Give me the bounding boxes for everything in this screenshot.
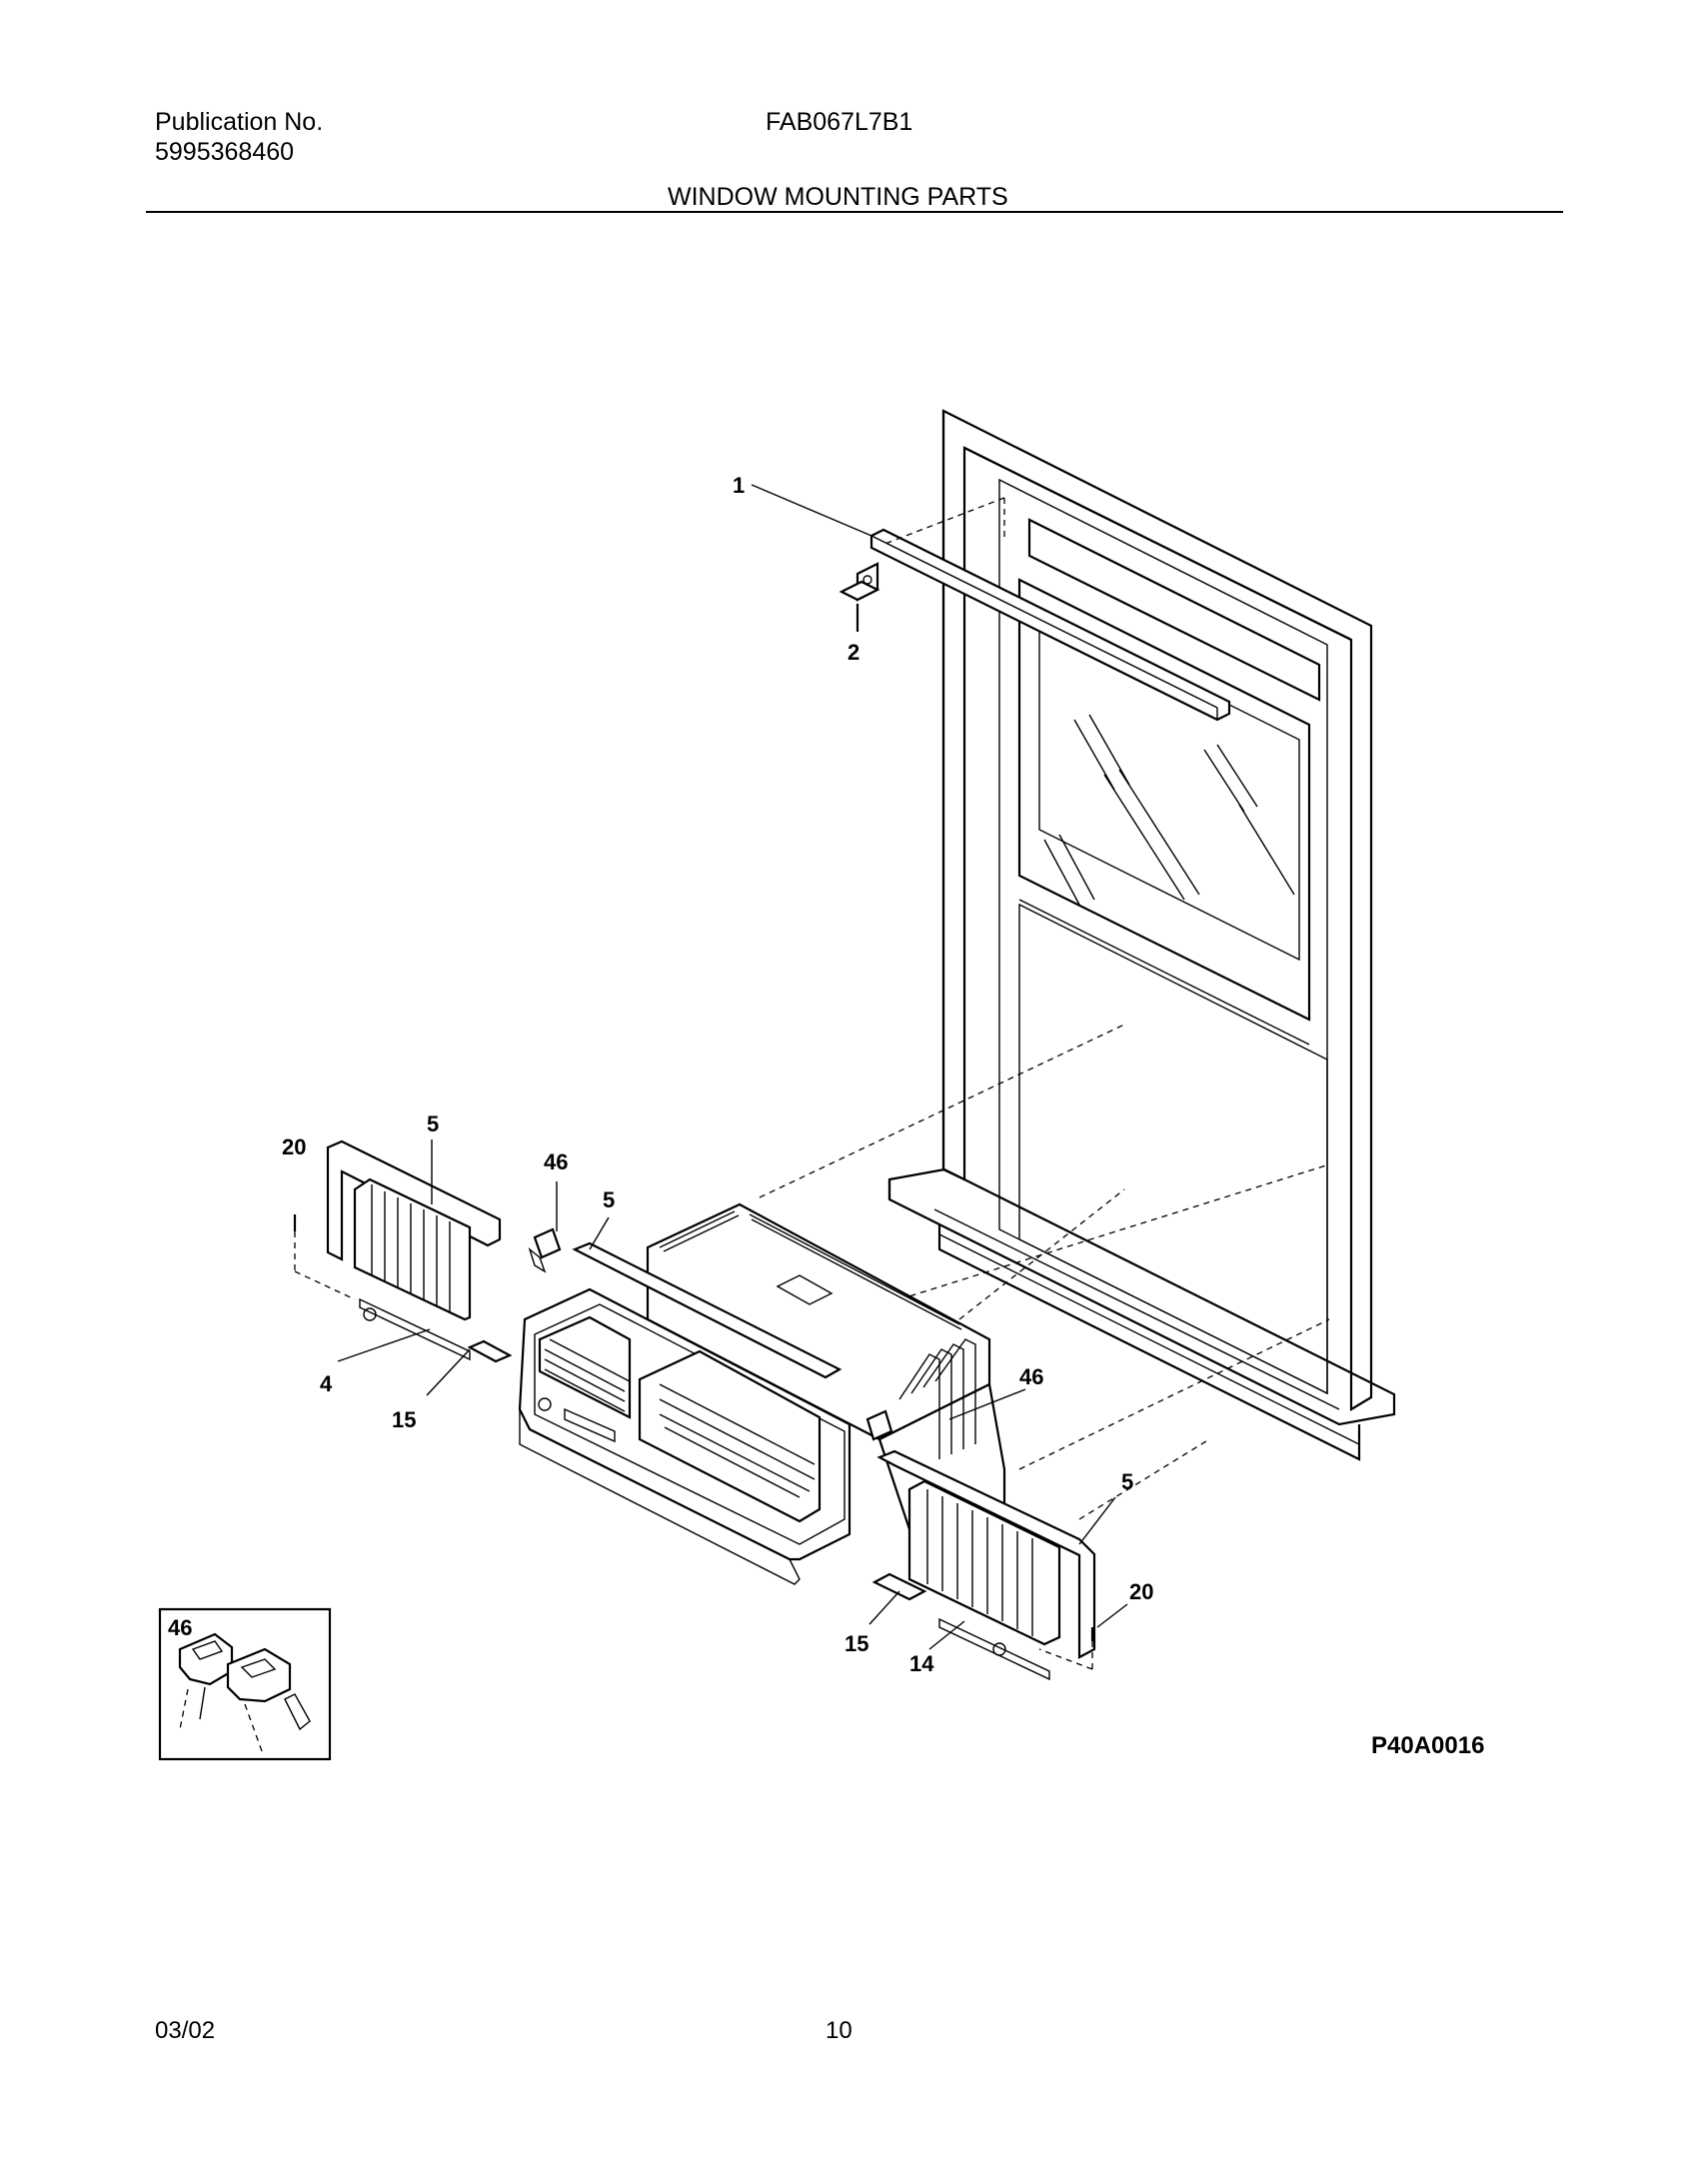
part-1-top-rail bbox=[869, 528, 1231, 722]
model-number: FAB067L7B1 bbox=[766, 108, 913, 136]
callout-5-right: 5 bbox=[1121, 1469, 1133, 1494]
figure-code: P40A0016 bbox=[1371, 1732, 1485, 1759]
callout-46-left: 46 bbox=[544, 1149, 568, 1174]
window-frame bbox=[887, 409, 1396, 1461]
callout-labels: 1 2 20 5 46 5 4 15 46 5 20 15 14 46 bbox=[168, 473, 1153, 1676]
callout-5-left: 5 bbox=[427, 1111, 439, 1136]
callout-15-right: 15 bbox=[845, 1631, 868, 1656]
publication-label: Publication No. bbox=[155, 108, 324, 136]
left-side-curtain bbox=[293, 1139, 843, 1379]
leader-lines bbox=[337, 484, 1128, 1650]
inset-box-part-46 bbox=[158, 1607, 332, 1761]
callout-46-right: 46 bbox=[1019, 1364, 1043, 1389]
alignment-lines bbox=[759, 497, 1330, 1520]
part-2-bracket bbox=[839, 562, 880, 602]
callout-15-left: 15 bbox=[392, 1407, 416, 1432]
callout-14: 14 bbox=[909, 1651, 934, 1676]
callout-5-middle: 5 bbox=[603, 1187, 615, 1212]
right-side-curtain bbox=[865, 1409, 1096, 1681]
ac-front-grille bbox=[518, 1287, 852, 1585]
publication-number: 5995368460 bbox=[155, 138, 295, 166]
header-rule bbox=[146, 211, 1563, 213]
section-title: WINDOW MOUNTING PARTS bbox=[668, 183, 1008, 211]
callout-4: 4 bbox=[320, 1371, 333, 1396]
callout-2: 2 bbox=[848, 640, 859, 665]
callout-1: 1 bbox=[733, 473, 745, 498]
callout-46-inset: 46 bbox=[168, 1615, 192, 1640]
footer-date: 03/02 bbox=[155, 2017, 216, 2044]
callout-20-left: 20 bbox=[282, 1134, 306, 1159]
callout-20-right: 20 bbox=[1129, 1579, 1153, 1604]
side-louvers bbox=[898, 1338, 976, 1459]
footer-page-number: 10 bbox=[826, 2017, 853, 2044]
